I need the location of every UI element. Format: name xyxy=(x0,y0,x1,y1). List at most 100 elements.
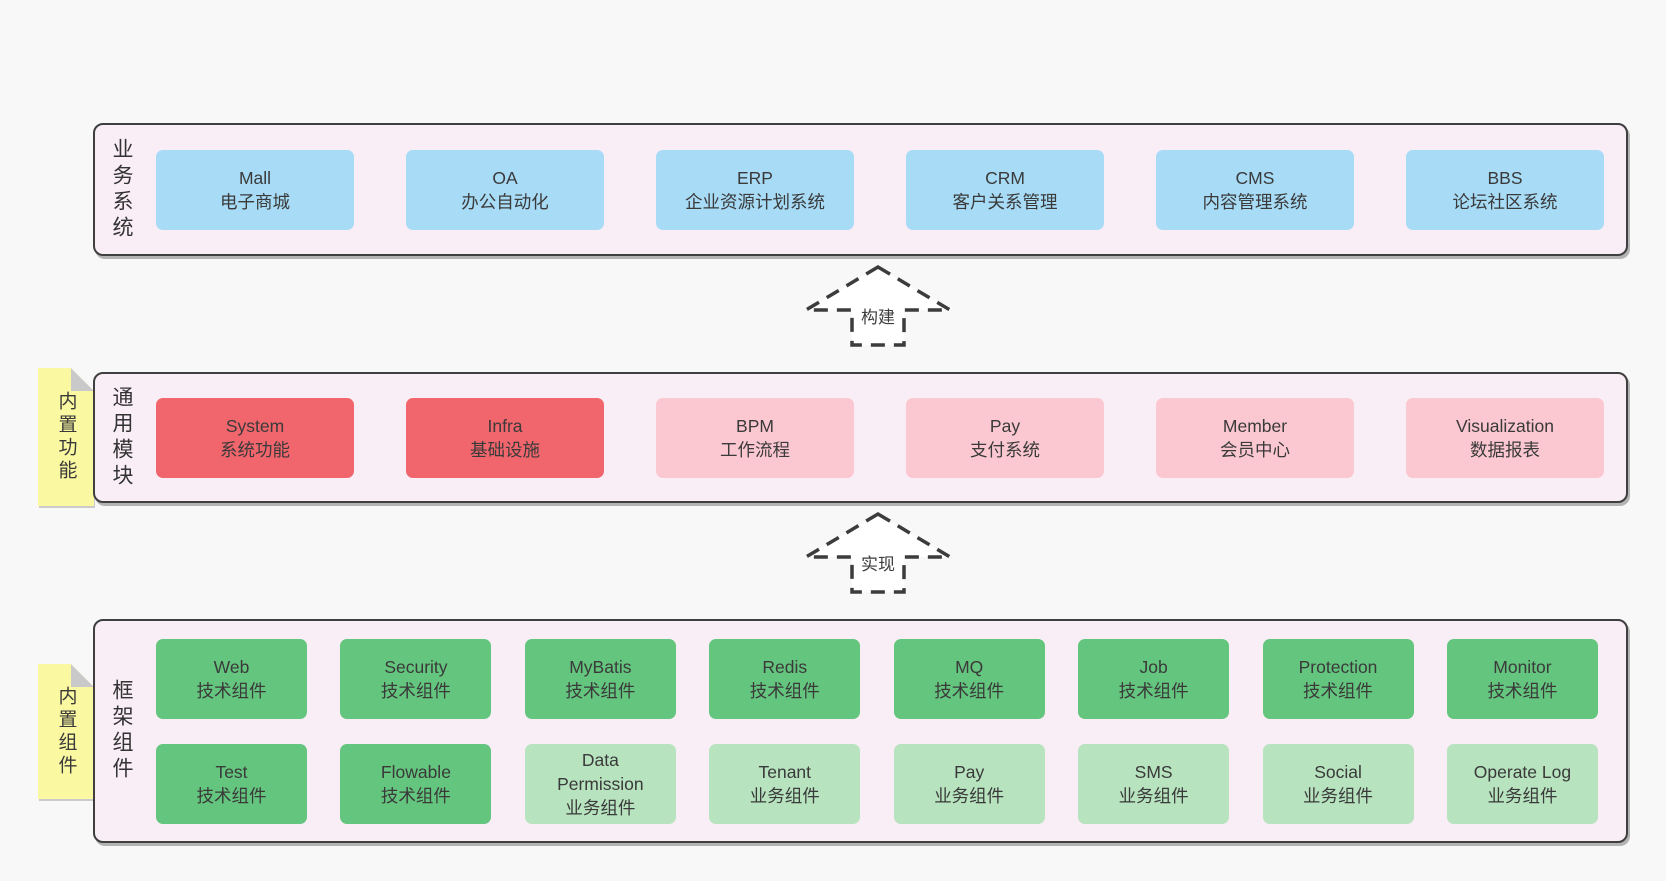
box-title: System xyxy=(225,415,285,436)
box-protection: Protection 技术组件 xyxy=(1262,638,1414,719)
box-title: CRM xyxy=(985,167,1025,188)
box-subtitle: 系统功能 xyxy=(220,439,290,460)
box-title: Data Permission xyxy=(557,749,644,794)
box-erp: ERP 企业资源计划系统 xyxy=(656,149,854,230)
arrow-implement: 实现 xyxy=(800,511,956,595)
box-title: BPM xyxy=(736,415,774,436)
folded-corner-icon xyxy=(71,368,94,391)
box-subtitle: 技术组件 xyxy=(380,785,451,806)
box-subtitle: 业务组件 xyxy=(934,785,1005,806)
box-subtitle: 支付系统 xyxy=(970,439,1040,460)
box-mybatis: MyBatis 技术组件 xyxy=(524,638,676,719)
box-title: Member xyxy=(1222,415,1288,436)
box-subtitle: 工作流程 xyxy=(720,439,790,460)
box-subtitle: 业务组件 xyxy=(749,785,820,806)
box-bpm: BPM 工作流程 xyxy=(656,397,854,478)
dashed-up-arrow-icon xyxy=(800,264,956,347)
section-label: 业务系统 xyxy=(110,137,133,242)
box-subtitle: 企业资源计划系统 xyxy=(685,191,825,212)
box-title: CMS xyxy=(1235,167,1275,188)
dashed-up-arrow-icon xyxy=(800,511,956,594)
arrow-build: 构建 xyxy=(800,264,956,348)
box-subtitle: 基础设施 xyxy=(470,439,540,460)
box-title: Security xyxy=(384,656,448,677)
box-subtitle: 技术组件 xyxy=(1118,680,1189,701)
box-test: Test 技术组件 xyxy=(156,743,307,824)
box-title: OA xyxy=(492,167,518,188)
box-visualization: Visualization 数据报表 xyxy=(1406,397,1604,478)
box-subtitle: 技术组件 xyxy=(196,785,267,806)
box-subtitle: 业务组件 xyxy=(1118,785,1189,806)
box-monitor: Monitor 技术组件 xyxy=(1446,638,1598,719)
box-title: BBS xyxy=(1487,167,1523,188)
box-system: System 系统功能 xyxy=(156,397,354,478)
box-title: Job xyxy=(1139,656,1168,677)
box-subtitle: 技术组件 xyxy=(380,680,451,701)
sticky-note-text: 内置功能 xyxy=(55,391,77,483)
box-crm: CRM 客户关系管理 xyxy=(906,149,1104,230)
box-subtitle: 技术组件 xyxy=(749,680,820,701)
arrow-label: 构建 xyxy=(860,307,896,328)
box-title: Mall xyxy=(238,167,272,188)
sticky-note-builtin-features: 内置功能 xyxy=(38,368,94,506)
box-title: SMS xyxy=(1134,761,1173,782)
box-title: Social xyxy=(1314,761,1362,782)
box-title: Pay xyxy=(989,415,1021,436)
box-job: Job 技术组件 xyxy=(1078,638,1230,719)
box-cms: CMS 内容管理系统 xyxy=(1156,149,1354,230)
section-label: 框架组件 xyxy=(110,679,133,783)
box-infra: Infra 基础设施 xyxy=(406,397,604,478)
box-security: Security 技术组件 xyxy=(340,638,492,719)
box-subtitle: 业务组件 xyxy=(565,797,636,818)
box-title: Tenant xyxy=(758,761,812,782)
box-subtitle: 电子商城 xyxy=(220,191,290,212)
box-subtitle: 客户关系管理 xyxy=(952,191,1058,212)
box-pay-system: Pay 支付系统 xyxy=(906,397,1104,478)
box-mall: Mall 电子商城 xyxy=(156,149,354,230)
box-redis: Redis 技术组件 xyxy=(709,638,861,719)
box-title: Web xyxy=(213,656,250,677)
business-boxes-row: Mall 电子商城 OA 办公自动化 ERP 企业资源计划系统 CRM 客户关系… xyxy=(156,125,1604,254)
box-subtitle: 数据报表 xyxy=(1470,439,1540,460)
box-subtitle: 业务组件 xyxy=(1303,785,1374,806)
section-common-modules: 通用模块 System 系统功能 Infra 基础设施 BPM 工作流程 Pay… xyxy=(93,372,1628,503)
sticky-note-text: 内置组件 xyxy=(55,685,77,778)
box-subtitle: 论坛社区系统 xyxy=(1452,191,1558,212)
sticky-note-builtin-components: 内置组件 xyxy=(38,664,94,799)
box-mq: MQ 技术组件 xyxy=(893,638,1045,719)
arrow-label: 实现 xyxy=(860,554,896,575)
box-web: Web 技术组件 xyxy=(156,638,307,719)
box-social: Social 业务组件 xyxy=(1262,743,1414,824)
box-data-permission: Data Permission 业务组件 xyxy=(524,743,676,824)
box-pay-component: Pay 业务组件 xyxy=(893,743,1045,824)
box-flowable: Flowable 技术组件 xyxy=(340,743,492,824)
box-title: Redis xyxy=(762,656,808,677)
box-subtitle: 业务组件 xyxy=(1487,785,1558,806)
box-title: Infra xyxy=(487,415,523,436)
box-subtitle: 技术组件 xyxy=(196,680,267,701)
box-tenant: Tenant 业务组件 xyxy=(709,743,861,824)
box-title: Operate Log xyxy=(1473,761,1572,782)
box-title: MQ xyxy=(955,656,984,677)
box-title: MyBatis xyxy=(569,656,632,677)
box-subtitle: 会员中心 xyxy=(1220,439,1290,460)
box-subtitle: 技术组件 xyxy=(1303,680,1374,701)
section-framework-components: 框架组件 Web 技术组件 Security 技术组件 MyBatis 技术组件… xyxy=(93,619,1628,843)
box-subtitle: 内容管理系统 xyxy=(1202,191,1308,212)
components-boxes-rows: Web 技术组件 Security 技术组件 MyBatis 技术组件 Redi… xyxy=(156,621,1598,841)
box-title: Protection xyxy=(1298,656,1378,677)
box-bbs: BBS 论坛社区系统 xyxy=(1406,149,1604,230)
section-business-systems: 业务系统 Mall 电子商城 OA 办公自动化 ERP 企业资源计划系统 CRM… xyxy=(93,123,1628,256)
box-subtitle: 技术组件 xyxy=(1487,680,1558,701)
box-subtitle: 技术组件 xyxy=(565,680,636,701)
box-title: ERP xyxy=(737,167,773,188)
box-sms: SMS 业务组件 xyxy=(1078,743,1230,824)
box-member: Member 会员中心 xyxy=(1156,397,1354,478)
box-operate-log: Operate Log 业务组件 xyxy=(1446,743,1598,824)
box-title: Monitor xyxy=(1493,656,1552,677)
box-oa: OA 办公自动化 xyxy=(406,149,604,230)
box-subtitle: 技术组件 xyxy=(934,680,1005,701)
modules-boxes-row: System 系统功能 Infra 基础设施 BPM 工作流程 Pay 支付系统… xyxy=(156,374,1604,501)
folded-corner-icon xyxy=(71,664,94,687)
